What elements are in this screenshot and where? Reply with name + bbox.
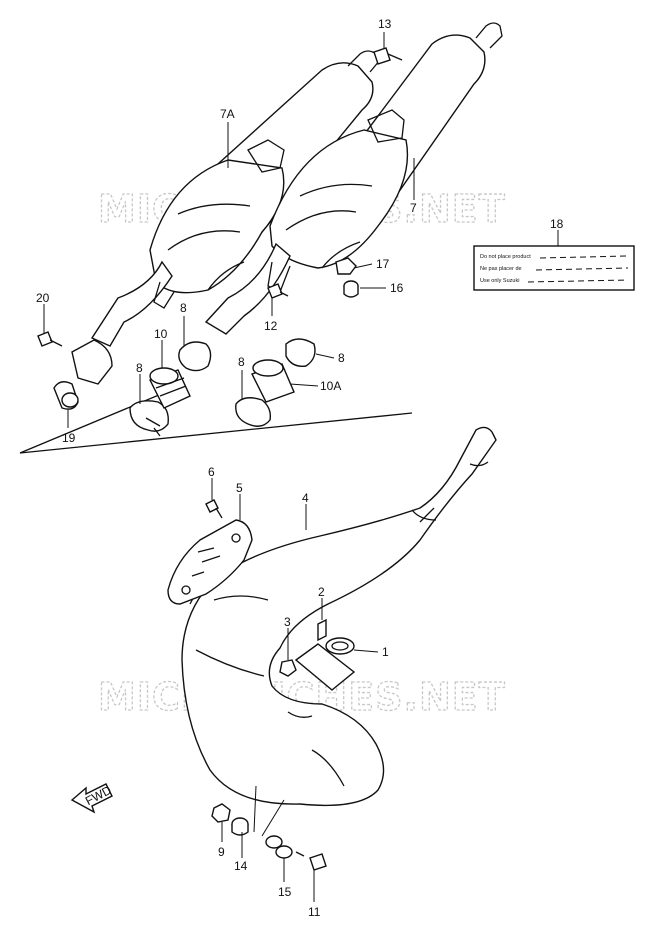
stud-2 xyxy=(317,618,327,642)
callout-18: 18 xyxy=(550,217,564,231)
cap-16 xyxy=(343,280,359,298)
silencer-7 xyxy=(204,22,503,335)
callout-1: 1 xyxy=(382,645,389,659)
callout-3: 3 xyxy=(284,615,291,629)
collar-19 xyxy=(53,381,79,410)
callout-6: 6 xyxy=(208,465,215,479)
silencer-7a xyxy=(71,50,381,385)
callout-10a: 10A xyxy=(320,379,341,393)
bushing-14 xyxy=(231,817,249,836)
clamp-8-left xyxy=(129,400,169,437)
clamp-8-mid xyxy=(178,341,212,372)
nut-3 xyxy=(279,659,297,677)
bolt-11 xyxy=(295,851,327,871)
sleeve-10 xyxy=(149,367,191,409)
callout-8-left: 8 xyxy=(136,361,143,375)
nut-17 xyxy=(335,257,357,275)
leader-8-right-top xyxy=(315,353,335,359)
callout-8-right-bottom: 8 xyxy=(238,355,245,369)
callout-11: 11 xyxy=(308,905,321,919)
sticker-line-1: Do not place product xyxy=(480,254,531,260)
callout-9: 9 xyxy=(218,845,225,859)
callout-20: 20 xyxy=(36,291,50,305)
nut-9 xyxy=(211,803,231,823)
callout-7: 7 xyxy=(410,201,417,215)
bolt-13 xyxy=(373,47,403,65)
group-border-left xyxy=(19,386,179,454)
fwd-arrow-icon: FWD xyxy=(70,783,114,814)
sticker-line-2: Ne pas placer de xyxy=(480,266,522,272)
mount-leaders xyxy=(253,785,285,837)
callout-8-mid: 8 xyxy=(180,301,187,315)
exhaust-pipe-4 xyxy=(181,426,497,807)
clamp-8-right-bottom xyxy=(235,397,272,427)
callout-2: 2 xyxy=(318,585,325,599)
callout-19: 19 xyxy=(62,431,76,445)
callout-14: 14 xyxy=(234,859,248,873)
callout-4: 4 xyxy=(302,491,309,505)
gasket-1 xyxy=(325,637,355,655)
bolt-6 xyxy=(205,499,223,519)
callout-12: 12 xyxy=(264,319,278,333)
group-border-bottom xyxy=(19,412,413,454)
leader-1 xyxy=(353,649,379,653)
callout-7a: 7A xyxy=(220,107,235,121)
leader-17 xyxy=(353,263,373,269)
bolt-12 xyxy=(267,283,289,299)
callout-5: 5 xyxy=(236,481,243,495)
callout-17: 17 xyxy=(376,257,390,271)
bolt-20 xyxy=(37,331,63,347)
heat-guard-5 xyxy=(167,519,253,605)
sticker-line-3: Use only Suzuki xyxy=(480,278,519,284)
callout-10: 10 xyxy=(154,327,168,341)
label-sticker-18: Do not place product Ne pas placer de Us… xyxy=(473,245,635,291)
washer-15 xyxy=(265,835,293,859)
clamp-8-right-top xyxy=(285,338,316,367)
leader-10a xyxy=(289,383,319,387)
callout-15: 15 xyxy=(278,885,292,899)
sleeve-10a xyxy=(251,359,295,403)
callout-8-right-top: 8 xyxy=(338,351,345,365)
exhaust-flange xyxy=(294,643,356,691)
callout-16: 16 xyxy=(390,281,404,295)
callout-13: 13 xyxy=(378,17,392,31)
fwd-label: FWD xyxy=(83,783,114,808)
